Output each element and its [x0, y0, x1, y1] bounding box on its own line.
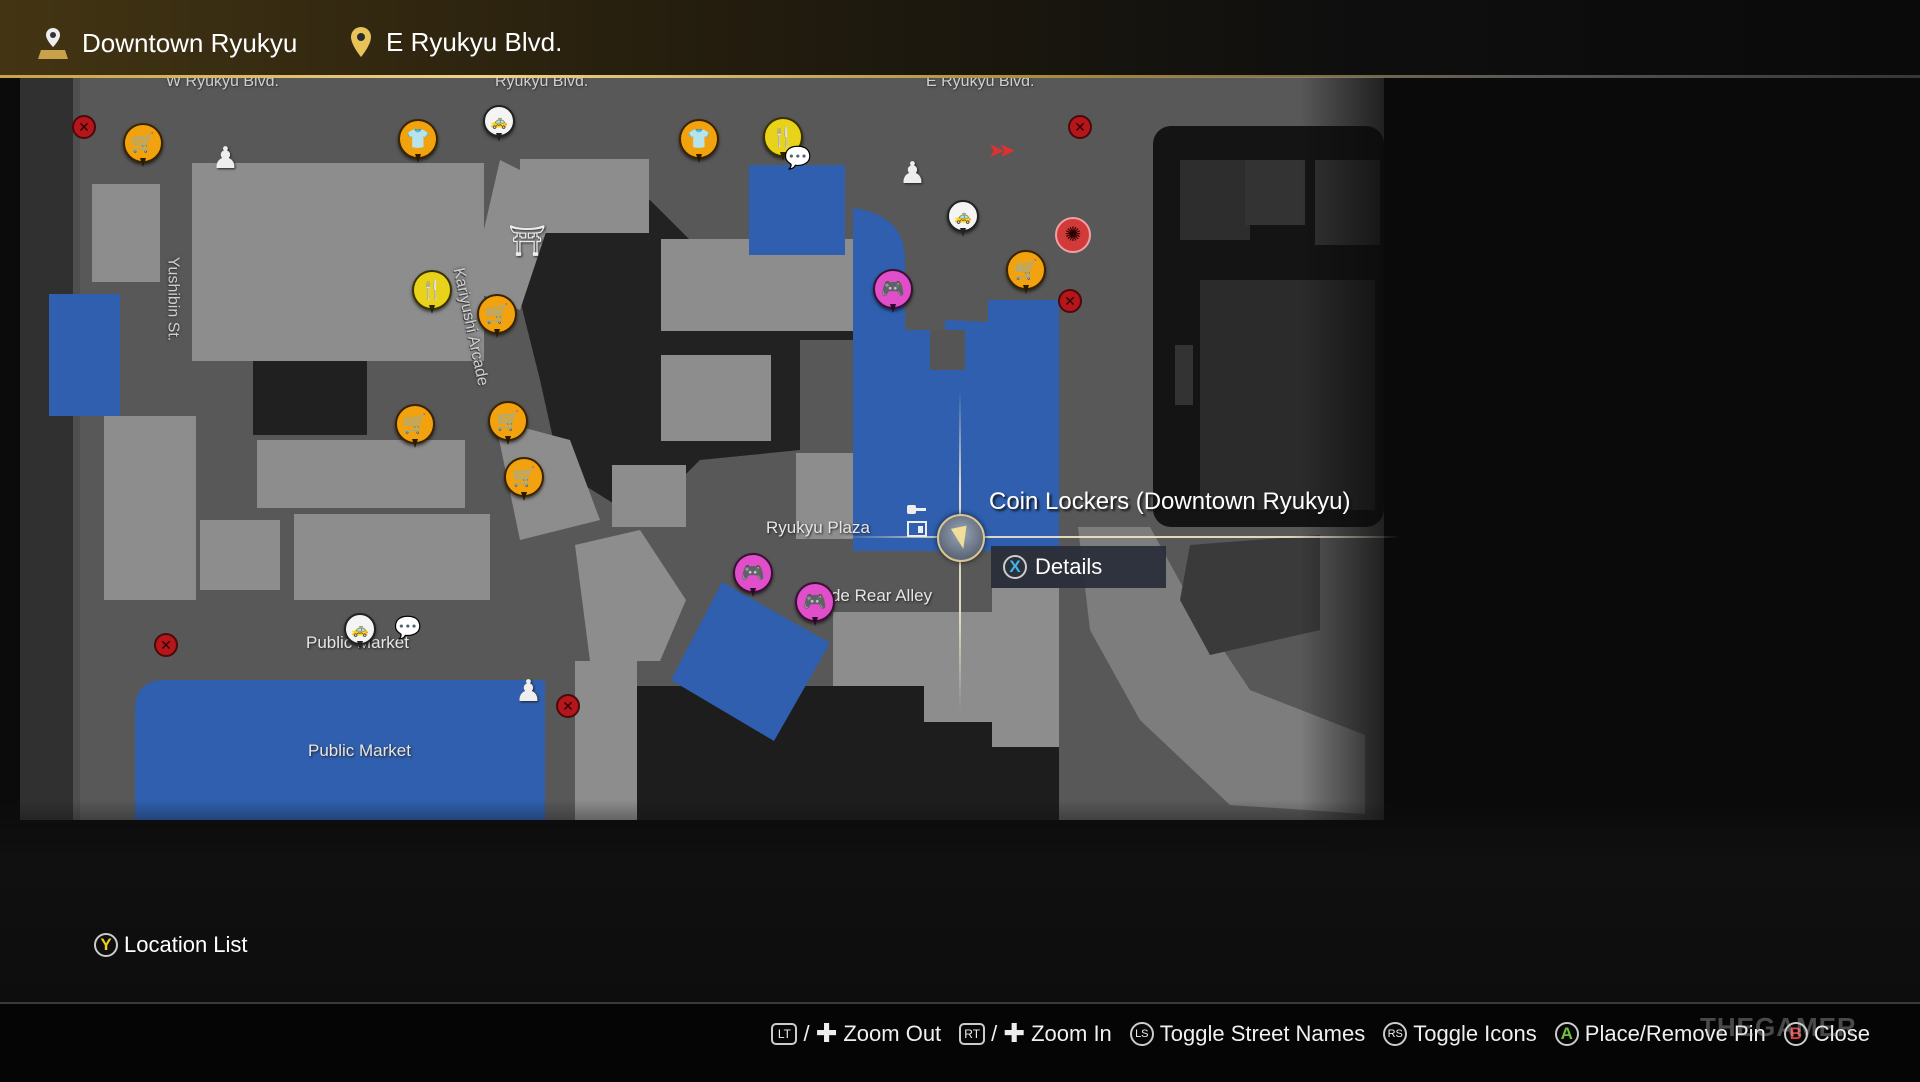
person-statue-icon[interactable]: ♟ — [899, 157, 926, 190]
right-stick-icon: RS — [1383, 1021, 1408, 1046]
left-stick-icon: LS — [1129, 1021, 1154, 1046]
shop-cart-icon[interactable]: 🛒 — [504, 457, 544, 501]
enemy-marker-icon[interactable]: ✕ — [72, 115, 96, 139]
arcade-gamepad-icon[interactable]: 🎮 — [733, 553, 773, 597]
map-cursor[interactable] — [937, 514, 985, 562]
shop-cart-icon[interactable]: 🛒 — [123, 123, 163, 167]
cursor-crosshair-horizontal — [840, 536, 1400, 538]
zoom-in-label: Zoom In — [1031, 1020, 1112, 1046]
person-statue-icon[interactable]: ♟ — [212, 142, 239, 175]
place-remove-pin-label: Place/Remove Pin — [1584, 1020, 1766, 1046]
shop-cart-icon[interactable]: 🛒 — [488, 401, 528, 445]
location-list-label: Location List — [124, 932, 248, 957]
street-name: E Ryukyu Blvd. — [386, 26, 563, 57]
restaurant-fork-knife-icon[interactable]: 🍴 — [763, 117, 803, 161]
shrine-icon[interactable]: ⛩ — [508, 225, 547, 258]
toggle-icons-label: Toggle Icons — [1413, 1020, 1537, 1046]
x-button-icon: X — [1003, 555, 1027, 579]
chat-bubble-icon[interactable]: 💬 — [394, 615, 422, 640]
dpad-icon: ✚ — [1003, 1018, 1026, 1048]
rt-button-icon: RT — [959, 1022, 986, 1045]
place-remove-pin-hint[interactable]: A Place/Remove Pin — [1554, 1020, 1766, 1047]
location-pin-icon — [351, 27, 371, 57]
street-label: Yushibin St. — [164, 256, 182, 342]
restaurant-fork-knife-icon[interactable]: 🍴 — [412, 270, 452, 314]
place-label: Public Market — [308, 741, 411, 760]
map-bottom-fade — [0, 800, 1920, 1002]
taxi-icon[interactable]: 🚕 — [483, 105, 515, 142]
taxi-icon[interactable]: 🚕 — [947, 200, 979, 237]
arcade-gamepad-icon[interactable]: 🎮 — [795, 582, 835, 626]
selected-location-title: Coin Lockers (Downtown Ryukyu) — [989, 488, 1351, 515]
separator: / — [803, 1020, 810, 1046]
area-name: Downtown Ryukyu — [82, 27, 298, 58]
zoom-out-hint[interactable]: LT/✚ Zoom Out — [771, 1018, 941, 1049]
b-button-icon: B — [1783, 1021, 1808, 1046]
clothing-shirt-icon[interactable]: 👕 — [398, 119, 438, 163]
y-button-icon: Y — [94, 933, 118, 957]
location-list-button[interactable]: Y Location List — [94, 932, 248, 958]
lt-button-icon: LT — [771, 1022, 798, 1045]
enemy-marker-icon[interactable]: ✕ — [556, 694, 580, 718]
close-hint[interactable]: B Close — [1783, 1020, 1870, 1047]
separator: / — [991, 1020, 998, 1046]
details-label: Details — [1035, 554, 1103, 579]
details-button[interactable]: X Details — [991, 546, 1166, 588]
toggle-street-names-label: Toggle Street Names — [1159, 1020, 1366, 1046]
header-divider — [0, 75, 1920, 78]
a-button-icon: A — [1554, 1021, 1579, 1046]
watermark-logo: THEGAMER — [1700, 1012, 1857, 1042]
person-statue-icon[interactable]: ♟ — [515, 675, 542, 708]
arcade-gamepad-icon[interactable]: 🎮 — [873, 269, 913, 313]
enemy-marker-icon[interactable]: ✕ — [1068, 115, 1092, 139]
current-area: Downtown Ryukyu — [38, 26, 297, 60]
place-label: Ryukyu Plaza — [766, 518, 870, 537]
shop-cart-icon[interactable]: 🛒 — [477, 294, 517, 338]
shop-cart-icon[interactable]: 🛒 — [1006, 250, 1046, 294]
area-map-pin-icon — [38, 28, 68, 59]
chat-bubble-icon[interactable]: 💬 — [784, 145, 812, 170]
player-arrow-icon — [950, 525, 972, 551]
shop-cart-icon[interactable]: 🛒 — [395, 404, 435, 448]
enemy-marker-icon[interactable]: ✕ — [154, 633, 178, 657]
enemy-boss-marker-icon[interactable]: ✺ — [1055, 217, 1091, 253]
clothing-shirt-icon[interactable]: 👕 — [679, 119, 719, 163]
coin-locker-icon[interactable] — [906, 504, 928, 538]
toggle-street-names-hint[interactable]: LS Toggle Street Names — [1129, 1020, 1366, 1047]
dpad-icon: ✚ — [815, 1018, 838, 1048]
header-bar — [0, 0, 1920, 76]
control-hints: LT/✚ Zoom Out RT/✚ Zoom In LS Toggle Str… — [771, 1018, 1870, 1049]
toggle-icons-hint[interactable]: RS Toggle Icons — [1383, 1021, 1537, 1047]
direction-arrows-icon: ➤➤ — [988, 140, 1015, 162]
zoom-out-label: Zoom Out — [843, 1020, 942, 1046]
enemy-marker-icon[interactable]: ✕ — [1058, 289, 1082, 313]
close-label: Close — [1813, 1020, 1870, 1046]
zoom-in-hint[interactable]: RT/✚ Zoom In — [959, 1018, 1112, 1049]
current-street: E Ryukyu Blvd. — [350, 26, 562, 58]
taxi-icon[interactable]: 🚕 — [344, 613, 376, 650]
